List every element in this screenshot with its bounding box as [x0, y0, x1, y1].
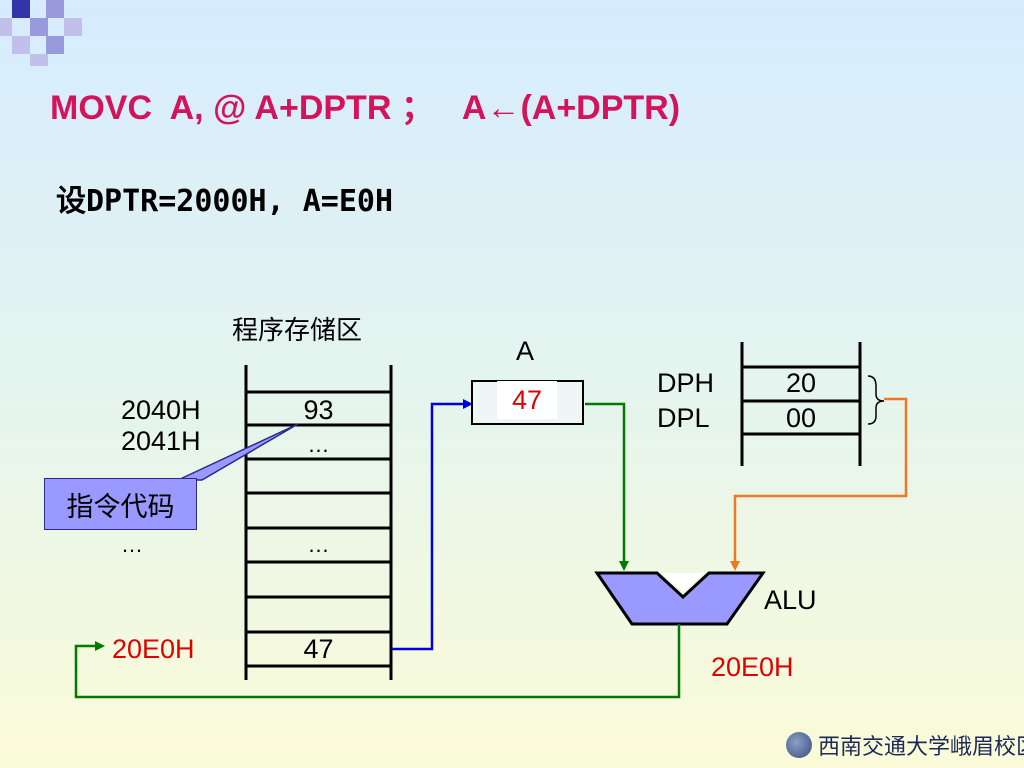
slide-subtitle: 设DPTR=2000H, A=E0H [56, 184, 394, 219]
alu-output: 20E0H [711, 652, 794, 682]
orange-path [730, 397, 908, 571]
memory-value: … [307, 432, 330, 457]
blue-path [392, 399, 473, 651]
dpl-value: 00 [785, 403, 817, 433]
register-a-value: 47 [497, 381, 557, 419]
dptr-register [740, 342, 862, 466]
university-logo-icon [786, 732, 812, 758]
dpl-label: DPL [657, 403, 710, 433]
memory-value: … [307, 532, 330, 557]
memory-address: 20E0H [112, 634, 195, 664]
slide-title: MOVC A, @ A+DPTR ； A←(A+DPTR) [50, 89, 681, 127]
university-logo: 西南交通大学峨眉校区 [786, 728, 1024, 762]
green-path-alu [74, 624, 681, 699]
brace-icon [867, 375, 885, 425]
green-path-a [585, 402, 629, 571]
memory-value: 47 [303, 634, 334, 664]
dph-value: 20 [785, 368, 817, 398]
memory-address: 2041H [121, 426, 201, 456]
memory-address: … [121, 532, 143, 557]
memory-address: 2040H [121, 395, 201, 425]
memory-value: 93 [303, 395, 334, 425]
university-name: 西南交通大学峨眉校区 [818, 735, 1024, 760]
alu-label: ALU [764, 585, 817, 615]
memory-column [244, 365, 393, 680]
register-a-label: A [516, 336, 535, 366]
dph-label: DPH [657, 368, 715, 398]
alu-shape [594, 571, 766, 626]
memory-label: 程序存储区 [232, 316, 363, 346]
instruction-code-callout: 指令代码 [44, 478, 197, 530]
